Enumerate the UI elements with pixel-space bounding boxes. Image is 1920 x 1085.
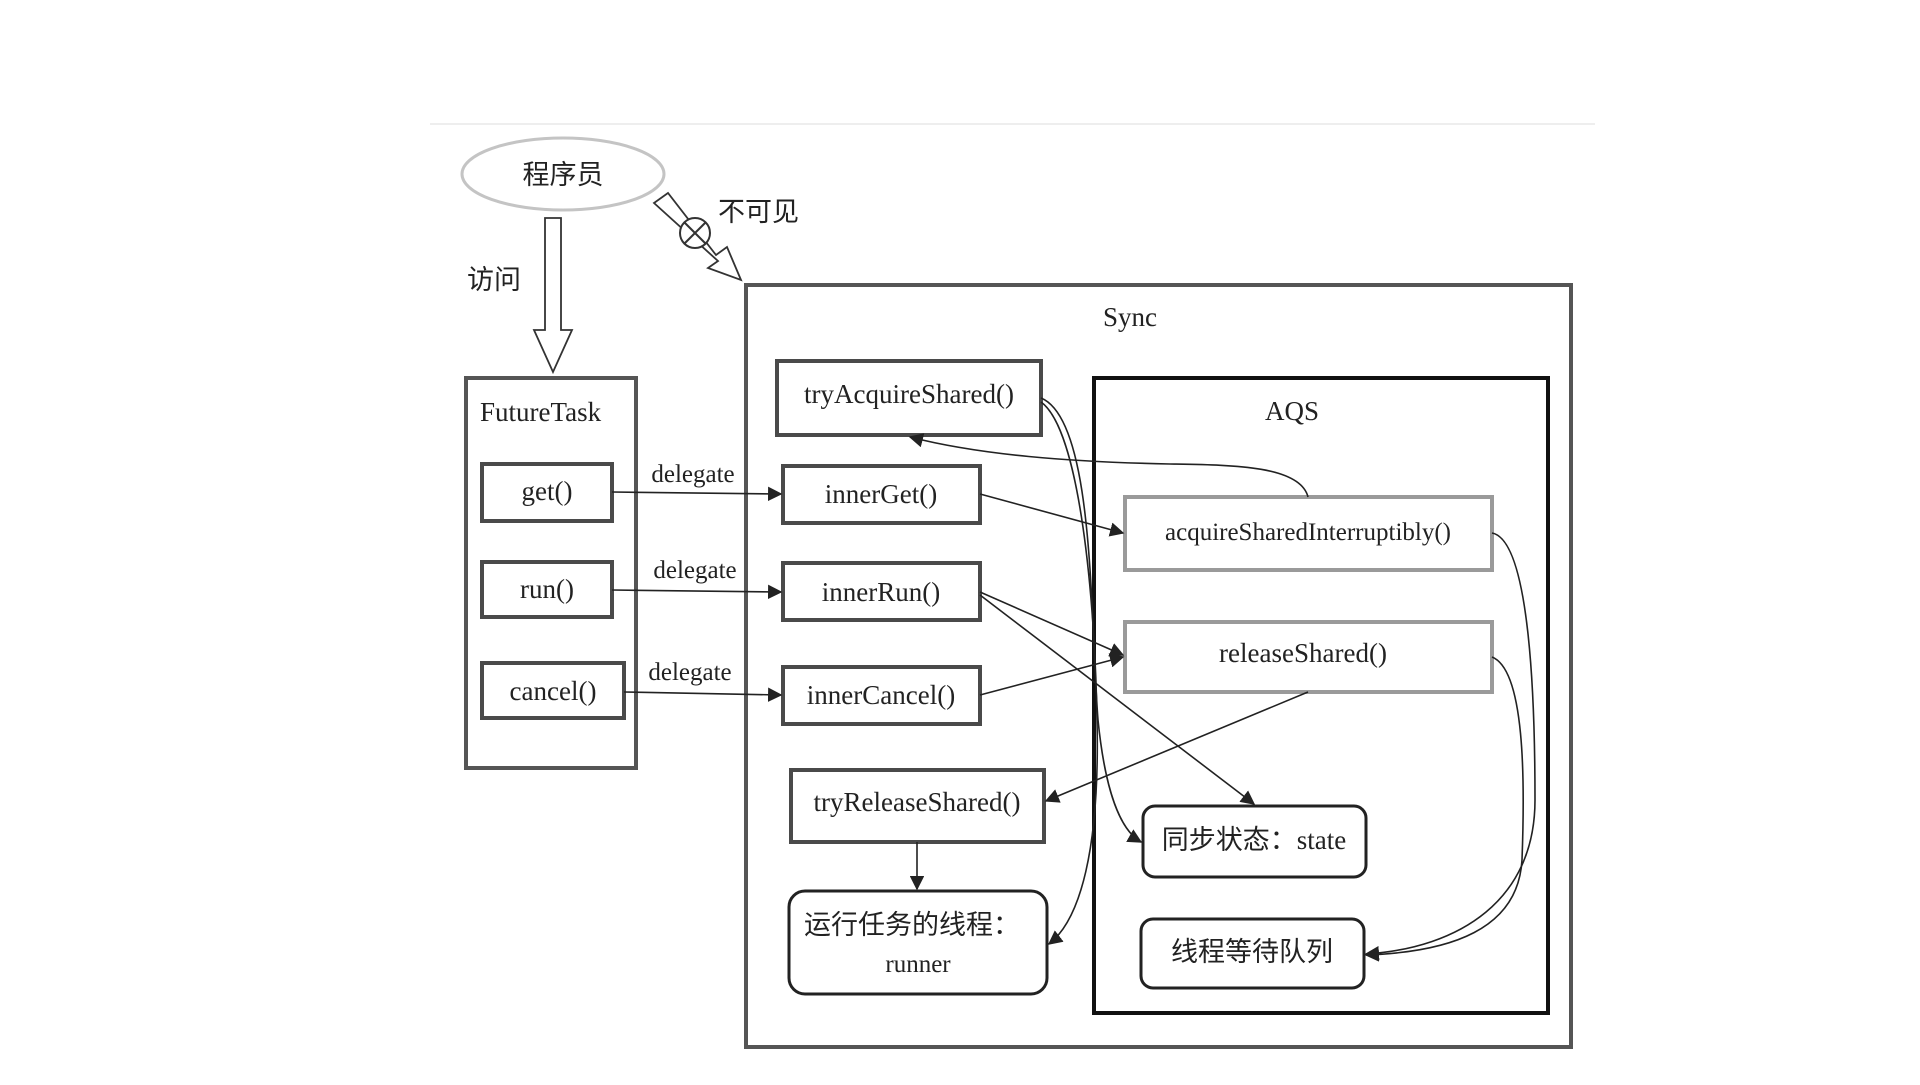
release-shared-label: releaseShared(): [1219, 638, 1387, 668]
runner-thread-box: 运行任务的线程： runner: [787, 889, 1049, 996]
delegate-edge-get: [611, 486, 783, 502]
run-method-box: run(): [480, 560, 614, 619]
access-arrow: [532, 217, 574, 375]
inner-run-label: innerRun(): [822, 577, 940, 607]
run-method-label: run(): [520, 574, 574, 604]
edge-innerrun-state: [979, 594, 1256, 805]
sync-title: Sync: [1103, 302, 1157, 332]
edge-tryacquire-runner: [1040, 401, 1099, 945]
aqs-title: AQS: [1265, 396, 1319, 426]
invisible-label: 不可见: [718, 197, 799, 227]
access-label: 访问: [467, 265, 521, 295]
edge-innercancel-release: [979, 653, 1125, 696]
delegate-label-cancel: delegate: [648, 659, 731, 686]
delegate-label-run: delegate: [653, 557, 736, 584]
delegate-edge-cancel: [623, 687, 783, 702]
aqs-container: AQS: [1092, 376, 1550, 1015]
inner-get-label: innerGet(): [825, 479, 937, 509]
programmer-label: 程序员: [523, 160, 604, 190]
invisible-arrow: [652, 191, 743, 282]
edge-innerrun-release: [979, 591, 1125, 657]
futuretask-container: FutureTask: [464, 376, 638, 770]
wait-queue-box: 线程等待队列: [1139, 917, 1366, 990]
inner-run-box: innerRun(): [781, 561, 982, 622]
edge-release-queue: [1364, 656, 1525, 962]
try-acquire-shared-box: tryAcquireShared(): [775, 359, 1043, 437]
inner-get-box: innerGet(): [781, 464, 982, 525]
get-method-label: get(): [522, 476, 573, 506]
edge-innerget-acquire: [979, 493, 1125, 537]
sync-container: Sync: [744, 283, 1573, 1049]
programmer-actor: 程序员: [460, 136, 666, 212]
runner-line2: runner: [885, 951, 951, 978]
sync-state-box: 同步状态：state: [1141, 804, 1368, 879]
acquire-shared-interruptibly-label: acquireSharedInterruptibly(): [1165, 519, 1451, 546]
try-release-shared-box: tryReleaseShared(): [789, 768, 1046, 844]
delegate-label-get: delegate: [651, 461, 734, 488]
inner-cancel-box: innerCancel(): [781, 665, 982, 726]
try-acquire-shared-label: tryAcquireShared(): [804, 379, 1014, 409]
release-shared-box: releaseShared(): [1123, 620, 1494, 694]
try-release-shared-label: tryReleaseShared(): [814, 787, 1021, 817]
acquire-shared-interruptibly-box: acquireSharedInterruptibly(): [1123, 495, 1494, 572]
delegate-edge-run: [611, 584, 783, 600]
cancel-method-box: cancel(): [480, 661, 626, 720]
cancel-method-label: cancel(): [510, 676, 597, 706]
runner-line1: 运行任务的线程：: [804, 910, 1020, 940]
futuretask-title: FutureTask: [480, 397, 602, 427]
edge-release-tryrelease: [1044, 691, 1309, 803]
sync-state-label: 同步状态：state: [1162, 825, 1346, 855]
blocked-circle-icon: [679, 217, 711, 249]
edge-acquire-queue: [1364, 532, 1536, 961]
inner-cancel-label: innerCancel(): [807, 680, 955, 710]
wait-queue-label: 线程等待队列: [1171, 937, 1333, 967]
edge-acquire-tryacquire: [908, 433, 1309, 498]
get-method-box: get(): [480, 462, 614, 523]
